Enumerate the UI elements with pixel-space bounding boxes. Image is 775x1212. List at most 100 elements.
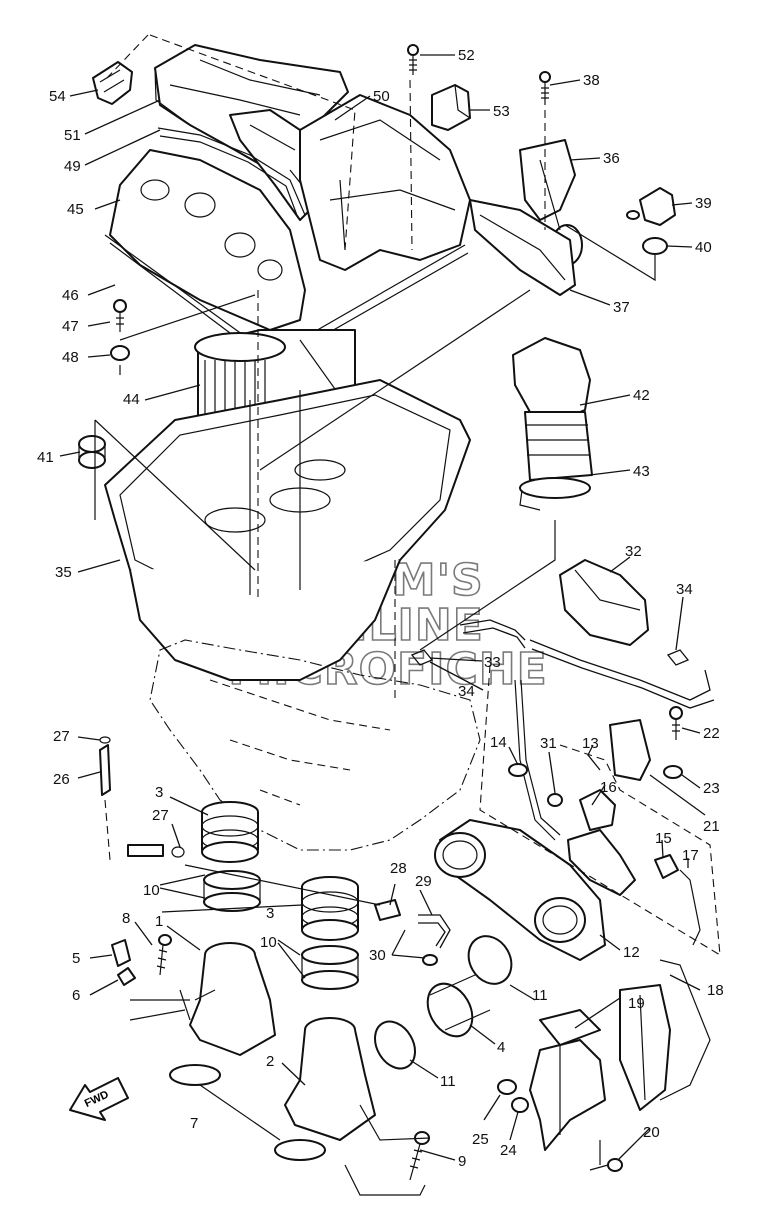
part-11-clamp-upper bbox=[467, 935, 513, 985]
part-valve-body bbox=[567, 829, 636, 896]
callout-46: 46 bbox=[62, 287, 79, 304]
part-38-screw bbox=[539, 71, 551, 105]
callout-11-upper: 11 bbox=[532, 987, 548, 1004]
callout-26: 26 bbox=[53, 771, 70, 788]
callout-6: 6 bbox=[72, 987, 80, 1004]
callout-27-lower: 27 bbox=[152, 807, 169, 824]
part-32-fuel-filter bbox=[559, 559, 649, 646]
callout-labels: 54 51 49 45 46 47 48 44 41 35 52 53 50 3… bbox=[37, 47, 724, 1170]
part-19-plate bbox=[539, 1009, 601, 1046]
callout-48: 48 bbox=[62, 349, 79, 366]
part-3-joint-lower bbox=[301, 876, 359, 941]
callout-9: 9 bbox=[458, 1153, 466, 1170]
callout-40: 40 bbox=[695, 239, 712, 256]
callout-42: 42 bbox=[633, 387, 650, 404]
part-2-intake-joint bbox=[284, 1017, 376, 1141]
callout-3-upper: 3 bbox=[155, 784, 163, 801]
part-30-clamp bbox=[422, 954, 438, 966]
part-47-bolt bbox=[113, 299, 127, 332]
callout-17: 17 bbox=[682, 847, 699, 864]
part-41-grommet bbox=[78, 435, 106, 469]
callout-5: 5 bbox=[72, 950, 80, 967]
part-28-plug bbox=[374, 899, 401, 921]
assembly-guide-lines bbox=[94, 34, 721, 1196]
callout-34-upper: 34 bbox=[676, 581, 693, 598]
part-37-arm bbox=[469, 199, 576, 296]
engine-outline-phantom bbox=[149, 639, 481, 851]
callout-29: 29 bbox=[415, 873, 432, 890]
part-31-nut bbox=[547, 793, 563, 807]
part-24-nut bbox=[511, 1097, 529, 1113]
callout-18: 18 bbox=[707, 982, 724, 999]
callout-15: 15 bbox=[655, 830, 672, 847]
callout-38: 38 bbox=[583, 72, 600, 89]
callout-11-lower: 11 bbox=[440, 1073, 456, 1090]
part-1-intake-joint bbox=[189, 942, 276, 1056]
callout-25: 25 bbox=[472, 1131, 489, 1148]
callout-44: 44 bbox=[123, 391, 140, 408]
part-18-bracket bbox=[529, 984, 671, 1151]
part-7-o-ring-b bbox=[274, 1139, 326, 1161]
part-10-clamps-right bbox=[301, 945, 359, 990]
part-4-boot bbox=[426, 974, 491, 1038]
part-35-lower-case bbox=[104, 379, 471, 681]
part-21-bracket bbox=[609, 719, 651, 781]
part-23-grommet bbox=[663, 765, 683, 779]
part-27-clip-top bbox=[99, 736, 111, 744]
part-34-clip-right bbox=[666, 649, 690, 666]
part-29-hose bbox=[418, 914, 451, 949]
callout-12: 12 bbox=[623, 944, 640, 961]
part-49-seal bbox=[157, 127, 306, 219]
callout-50: 50 bbox=[373, 88, 390, 105]
part-3-joint-upper bbox=[201, 801, 259, 863]
callout-30: 30 bbox=[369, 947, 386, 964]
part-14-pipe bbox=[508, 679, 561, 841]
part-43-clamp bbox=[519, 477, 591, 511]
callout-4: 4 bbox=[497, 1039, 505, 1056]
part-16-switch bbox=[579, 789, 616, 831]
callout-37: 37 bbox=[613, 299, 630, 316]
part-34-clip-left bbox=[410, 649, 434, 666]
callout-10-lower: 10 bbox=[260, 934, 277, 951]
part-12-throttle-body bbox=[434, 819, 606, 961]
callout-21: 21 bbox=[703, 818, 720, 835]
part-54-clip bbox=[92, 61, 133, 105]
callout-19: 19 bbox=[628, 995, 645, 1012]
callout-1: 1 bbox=[155, 913, 163, 930]
callout-27-upper: 27 bbox=[53, 728, 70, 745]
part-25-grommet bbox=[497, 1079, 517, 1095]
part-48-nut bbox=[110, 345, 130, 361]
part-33-hose bbox=[459, 619, 526, 649]
callout-32: 32 bbox=[625, 543, 642, 560]
part-10-clamps-left bbox=[203, 870, 261, 912]
part-5-cap bbox=[111, 939, 131, 967]
callout-36: 36 bbox=[603, 150, 620, 167]
part-34-hose bbox=[529, 639, 715, 709]
part-39-fitting bbox=[626, 187, 676, 226]
callout-53: 53 bbox=[493, 103, 510, 120]
callout-35: 35 bbox=[55, 564, 72, 581]
fwd-arrow-icon: FWD bbox=[69, 1077, 129, 1121]
callout-33: 33 bbox=[484, 654, 501, 671]
callout-31: 31 bbox=[540, 735, 557, 752]
callout-43: 43 bbox=[633, 463, 650, 480]
callout-39: 39 bbox=[695, 195, 712, 212]
callout-8: 8 bbox=[122, 910, 130, 927]
callout-3-lower: 3 bbox=[266, 905, 274, 922]
part-52-screw bbox=[407, 44, 419, 75]
part-40-o-ring bbox=[642, 237, 668, 255]
part-45-upper-case bbox=[109, 94, 471, 331]
part-6-clip bbox=[117, 967, 136, 986]
engine-inner-phantom bbox=[209, 679, 391, 806]
callout-51: 51 bbox=[64, 127, 81, 144]
part-27-clip-mid bbox=[171, 846, 185, 858]
part-42-intake-duct bbox=[512, 337, 593, 481]
callout-41: 41 bbox=[37, 449, 54, 466]
callout-24: 24 bbox=[500, 1142, 517, 1159]
callout-20: 20 bbox=[643, 1124, 660, 1141]
part-15-spring bbox=[654, 854, 679, 879]
part-11-clamp-lower bbox=[374, 1020, 416, 1070]
part-26-hose bbox=[99, 744, 111, 796]
callout-14: 14 bbox=[490, 734, 507, 751]
